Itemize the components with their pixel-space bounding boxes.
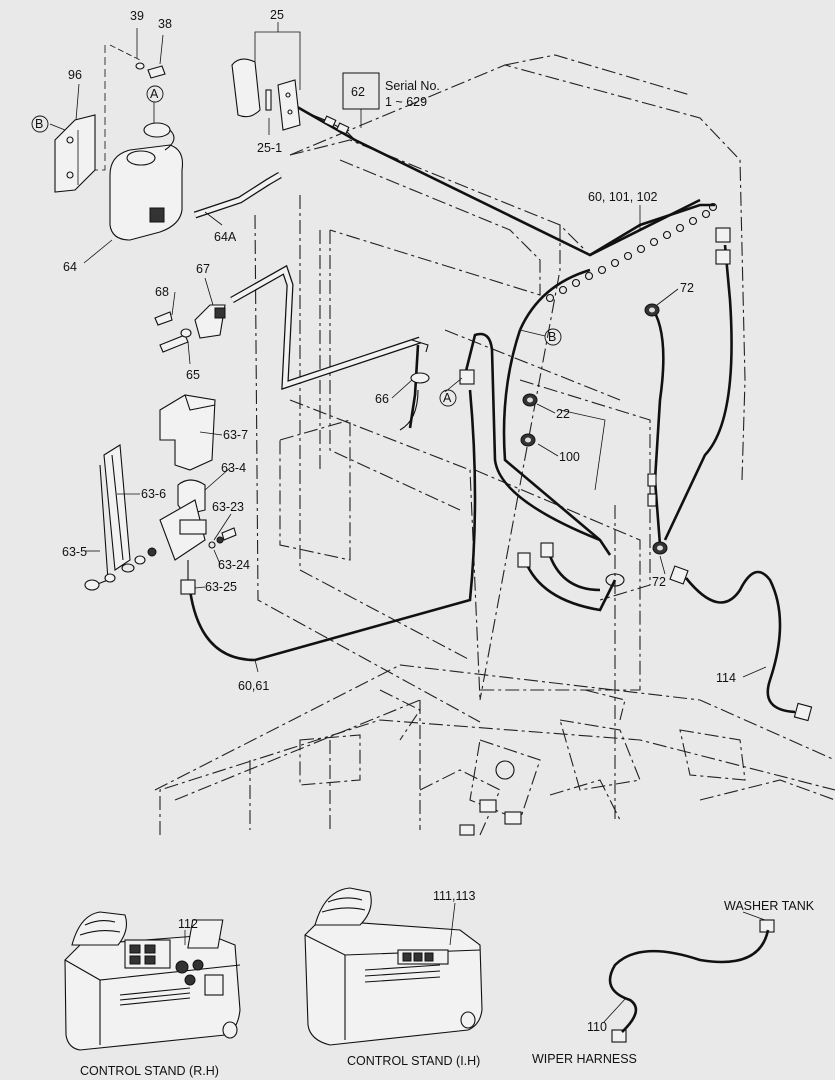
label-72-bottom: 72	[652, 575, 666, 589]
clamp-66	[399, 339, 430, 431]
label-64A: 64A	[214, 230, 237, 244]
nozzle-bracket	[154, 304, 226, 353]
floor-structure	[154, 664, 835, 836]
label-B-2: B	[548, 330, 556, 344]
label-63-24: 63-24	[218, 558, 250, 572]
harness-clips	[545, 202, 718, 303]
label-63-25: 63-25	[205, 580, 237, 594]
label-25-1: 25-1	[257, 141, 282, 155]
washer-hose	[193, 171, 422, 390]
room-lamp	[231, 58, 356, 141]
label-63-5: 63-5	[62, 545, 87, 559]
label-112: 112	[178, 917, 198, 931]
label-A-2: A	[443, 391, 452, 405]
label-65: 65	[186, 368, 200, 382]
leader-lines	[49, 22, 767, 678]
label-68: 68	[155, 285, 169, 299]
reference-circles	[31, 85, 562, 407]
cab-frame	[254, 54, 746, 820]
caption-washer-tank: WASHER TANK	[724, 899, 815, 913]
captions: CONTROL STAND (R.H) CONTROL STAND (I.H) …	[80, 899, 815, 1078]
control-stand-rh-illustration	[64, 911, 241, 1051]
wiper-harness-wire	[608, 929, 770, 1033]
label-38: 38	[158, 17, 172, 31]
label-25: 25	[270, 8, 284, 22]
bracket-96	[54, 45, 106, 193]
connectors	[180, 227, 813, 1043]
label-39: 39	[130, 9, 144, 23]
grommets	[520, 303, 668, 587]
label-63-6: 63-6	[141, 487, 166, 501]
label-63-4: 63-4	[221, 461, 246, 475]
label-22: 22	[556, 407, 570, 421]
wiper-assembly	[84, 394, 237, 591]
control-stand-lh-illustration	[187, 887, 483, 1046]
label-72-top: 72	[680, 281, 694, 295]
label-63-23: 63-23	[212, 500, 244, 514]
callout-labels: 39 38 25 96 A B 62 Serial No. 1 ~ 629 25…	[35, 8, 736, 1034]
label-60-101-102: 60, 101, 102	[588, 190, 658, 204]
label-60-61: 60,61	[238, 679, 269, 693]
label-62: 62	[351, 85, 365, 99]
label-67: 67	[196, 262, 210, 276]
label-63-7: 63-7	[223, 428, 248, 442]
label-114: 114	[716, 671, 736, 685]
caption-wiper-harness: WIPER HARNESS	[532, 1052, 637, 1066]
label-64: 64	[63, 260, 77, 274]
label-A: A	[150, 87, 159, 101]
caption-control-stand-rh: CONTROL STAND (R.H)	[80, 1064, 219, 1078]
label-96: 96	[68, 68, 82, 82]
wire-114	[684, 570, 796, 714]
label-B: B	[35, 117, 43, 131]
label-100: 100	[559, 450, 580, 464]
label-111-113: 111,113	[433, 889, 475, 903]
caption-control-stand-lh: CONTROL STAND (I.H)	[347, 1054, 480, 1068]
washer-tank	[109, 122, 184, 241]
label-110: 110	[587, 1020, 607, 1034]
label-66: 66	[375, 392, 389, 406]
serial-title: Serial No.	[385, 79, 440, 93]
serial-range: 1 ~ 629	[385, 95, 427, 109]
bolts-38-39	[109, 44, 166, 79]
